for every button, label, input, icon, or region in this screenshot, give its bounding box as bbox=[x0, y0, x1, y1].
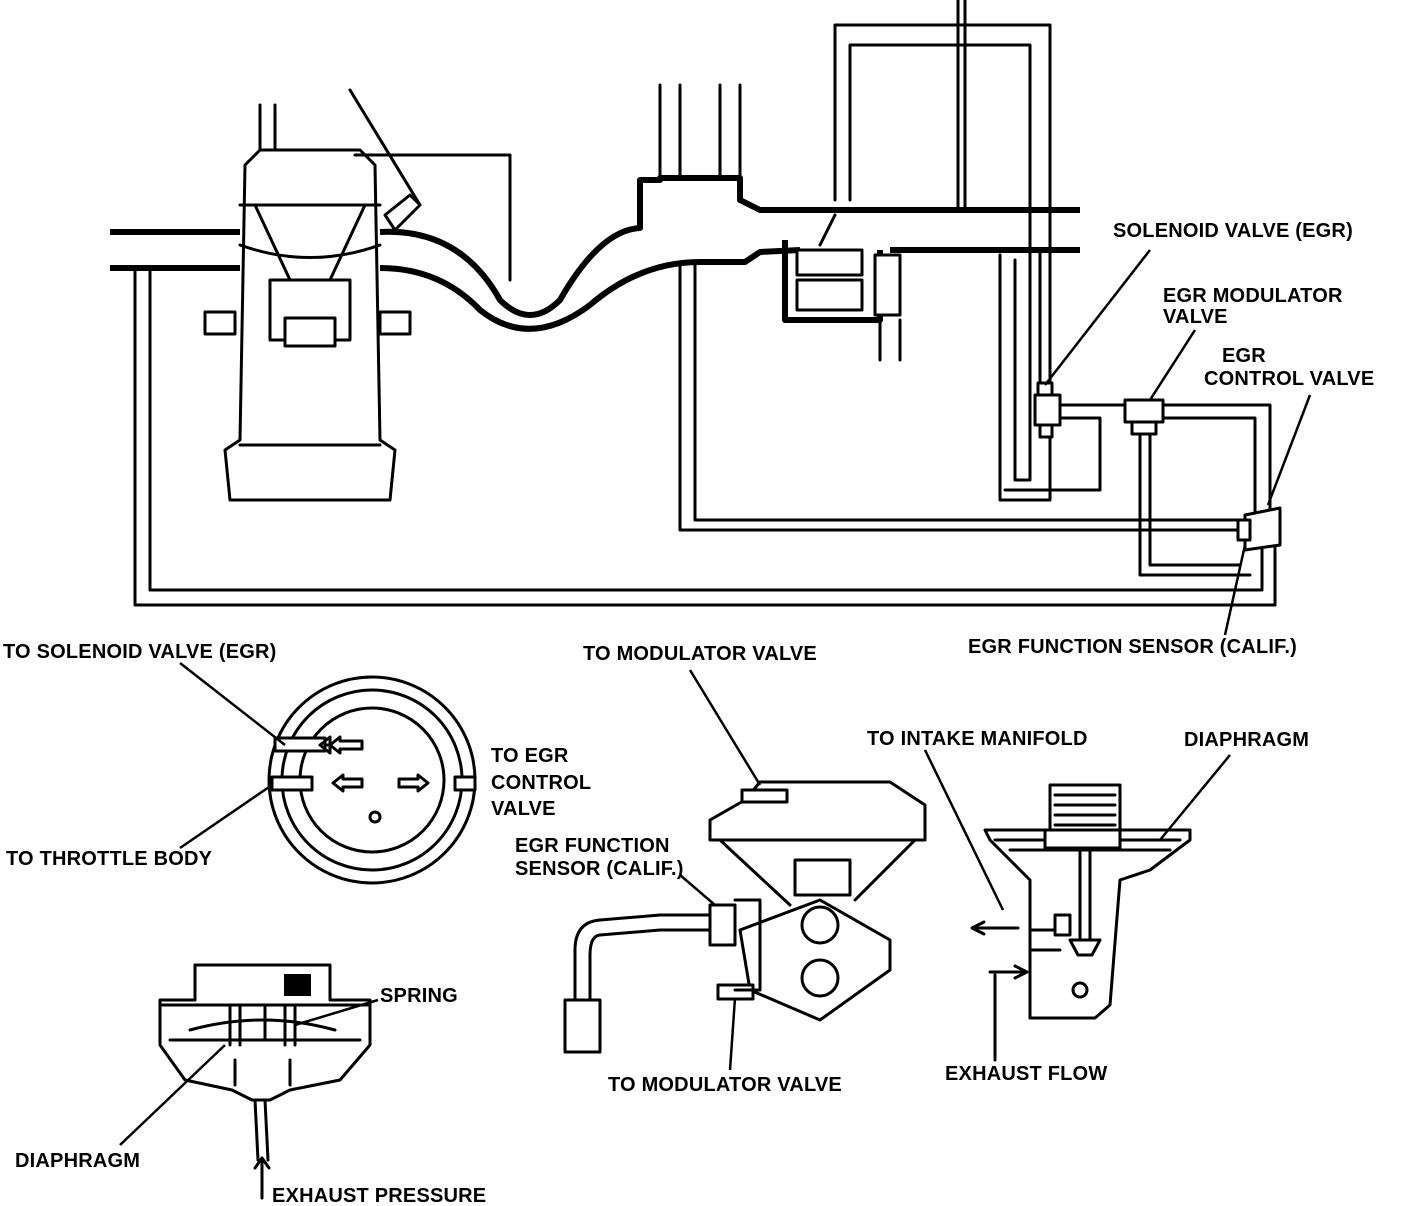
leader-to-mod-top bbox=[688, 669, 762, 786]
leader-diaphragm-right bbox=[1159, 754, 1231, 841]
leader-control bbox=[1266, 394, 1312, 506]
leader-to-throttle bbox=[179, 783, 273, 850]
label-exhaust-flow: EXHAUST FLOW bbox=[945, 1063, 1107, 1085]
label-to-modulator-valve-top: TO MODULATOR VALVE bbox=[583, 643, 817, 665]
label-to-modulator-valve-bottom: TO MODULATOR VALVE bbox=[608, 1074, 842, 1096]
label-egr-modulator-valve: EGR MODULATOR bbox=[1163, 285, 1343, 307]
egr-control-valve bbox=[1236, 506, 1282, 552]
modulator-valve-top-view: TO SOLENOID VALVE (EGR) TO THROTTLE BODY… bbox=[3, 641, 591, 885]
label-to-egr-control-valve-3: VALVE bbox=[491, 798, 556, 820]
leader-function-sensor bbox=[1223, 544, 1247, 636]
label-egr-modulator-valve-2: VALVE bbox=[1163, 306, 1228, 328]
label-egr-function-sensor: EGR FUNCTION bbox=[515, 835, 670, 857]
leader-diaphragm-left bbox=[119, 1044, 226, 1146]
label-egr-control-valve-2: CONTROL VALVE bbox=[1204, 368, 1374, 390]
leader-to-mod-bottom bbox=[728, 997, 737, 1071]
label-to-intake-manifold: TO INTAKE MANIFOLD bbox=[867, 728, 1088, 750]
egr-control-valve-external: TO MODULATOR VALVE EGR FUNCTION SENSOR (… bbox=[515, 643, 927, 1096]
plenum-pipes bbox=[658, 83, 742, 180]
label-diaphragm-right: DIAPHRAGM bbox=[1184, 729, 1309, 751]
label-to-solenoid-valve-egr: TO SOLENOID VALVE (EGR) bbox=[3, 641, 277, 663]
leader-to-solenoid bbox=[179, 662, 286, 746]
label-diaphragm-left: DIAPHRAGM bbox=[15, 1150, 140, 1172]
label-exhaust-pressure: EXHAUST PRESSURE bbox=[272, 1185, 486, 1206]
modulator-valve-cross-section: SPRING DIAPHRAGM EXHAUST PRESSURE bbox=[15, 963, 486, 1206]
leader-function-sensor-mid bbox=[679, 874, 716, 906]
egr-modulator-valve bbox=[1123, 398, 1165, 436]
leader-spring bbox=[294, 998, 379, 1027]
leader-solenoid bbox=[1044, 249, 1151, 386]
label-solenoid-valve-egr: SOLENOID VALVE (EGR) bbox=[1113, 220, 1353, 242]
label-egr-control-valve: EGR bbox=[1222, 345, 1266, 367]
system-overview: SOLENOID VALVE (EGR) EGR MODULATOR VALVE… bbox=[110, 0, 1374, 658]
label-to-throttle-body: TO THROTTLE BODY bbox=[6, 848, 213, 870]
label-spring: SPRING bbox=[380, 985, 458, 1007]
vacuum-hoses bbox=[133, 0, 1277, 607]
intake-duct-bottom-edge bbox=[110, 247, 1080, 332]
leader-modulator bbox=[1148, 329, 1197, 401]
solenoid-valve-egr bbox=[1033, 381, 1062, 439]
label-to-egr-control-valve: TO EGR bbox=[491, 745, 569, 767]
leader-to-intake bbox=[923, 749, 1005, 911]
egr-control-valve-section: TO INTAKE MANIFOLD DIAPHRAGM EXHAUST FLO… bbox=[867, 728, 1309, 1085]
label-egr-function-sensor-2: SENSOR (CALIF.) bbox=[515, 858, 684, 880]
label-egr-function-sensor-calif: EGR FUNCTION SENSOR (CALIF.) bbox=[968, 636, 1297, 658]
label-to-egr-control-valve-2: CONTROL bbox=[491, 772, 591, 794]
throttle-body bbox=[203, 88, 512, 502]
intake-duct-top-edge bbox=[110, 175, 1080, 318]
intake-sensor-block bbox=[782, 213, 902, 362]
